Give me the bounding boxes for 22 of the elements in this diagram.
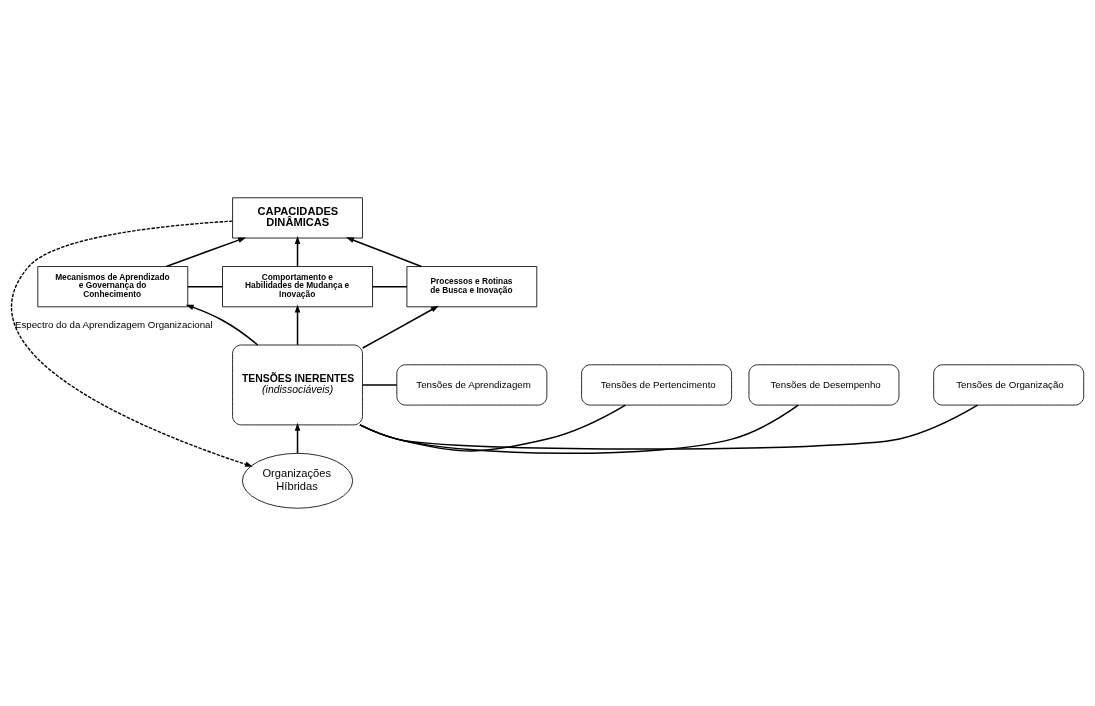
arrow: [294, 235, 301, 268]
connector: [187, 285, 224, 288]
connector: [372, 285, 408, 288]
connector: [359, 404, 979, 450]
node-box: Processos e Rotinas de Busca e Inovação: [406, 266, 538, 308]
edge-label: Espectro do da Aprendizagem Organizacional: [14, 319, 213, 331]
arrow: [294, 422, 301, 455]
node-box: Tensões de Pertencimento: [581, 364, 732, 406]
node-box: Tensões de Desempenho: [748, 364, 900, 406]
arrow: [345, 237, 423, 268]
connector: [361, 384, 398, 386]
arrow: [185, 304, 259, 346]
node-box: Tensões de Aprendizagem: [396, 364, 548, 406]
node-box: TENSÕES INERENTES (indissociáveis): [232, 344, 363, 426]
arrow: [165, 237, 247, 268]
node-box: Mecanismos de Aprendizado e Governança do Conhecimento: [37, 266, 189, 308]
arrow: [10, 220, 253, 467]
arrow: [294, 304, 301, 346]
node-box: CAPACIDADES DINÂMICAS: [232, 197, 363, 239]
arrow: [361, 305, 439, 349]
node-box: Tensões de Organização: [933, 364, 1085, 406]
node-box: Comportamento e Habilidades de Mudança e Inovação: [222, 266, 373, 308]
